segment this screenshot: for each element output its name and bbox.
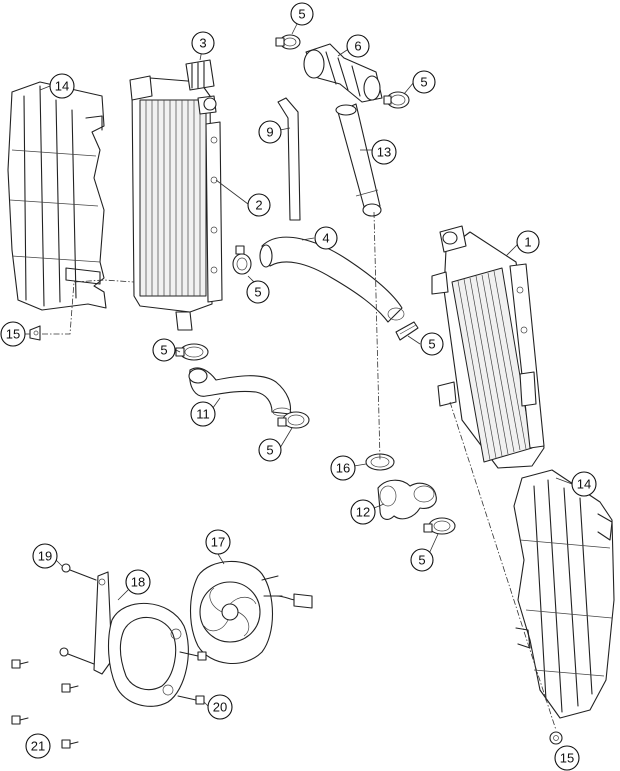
left-radiator-shroud bbox=[7, 81, 107, 311]
svg-text:2: 2 bbox=[255, 198, 262, 213]
screw-21d bbox=[61, 739, 79, 749]
svg-text:1: 1 bbox=[524, 235, 531, 250]
callout-9: 9 bbox=[258, 120, 282, 144]
clamp-top-right bbox=[383, 91, 410, 109]
svg-text:6: 6 bbox=[354, 39, 361, 54]
svg-text:5: 5 bbox=[266, 443, 273, 458]
cooling-fan bbox=[190, 560, 313, 664]
svg-text:11: 11 bbox=[196, 407, 210, 422]
callout-5-top-right: 5 bbox=[412, 70, 436, 94]
callout-17: 17 bbox=[205, 529, 231, 555]
svg-text:21: 21 bbox=[31, 739, 45, 754]
svg-text:19: 19 bbox=[38, 549, 52, 564]
screw-19b bbox=[59, 647, 95, 665]
breather-hose bbox=[277, 97, 301, 221]
screw-21b bbox=[61, 683, 79, 693]
callout-1: 1 bbox=[516, 230, 540, 254]
callout-14-left: 14 bbox=[49, 73, 75, 99]
callout-3: 3 bbox=[191, 31, 215, 55]
svg-text:17: 17 bbox=[211, 535, 225, 550]
fastener-15-left bbox=[29, 325, 41, 341]
clamp-lower-right bbox=[423, 517, 456, 535]
callout-20: 20 bbox=[207, 694, 233, 720]
callout-2: 2 bbox=[247, 193, 271, 217]
svg-text:9: 9 bbox=[266, 125, 273, 140]
clamp-top-left bbox=[275, 34, 301, 50]
callout-5-mid-left: 5 bbox=[246, 280, 270, 304]
svg-text:16: 16 bbox=[336, 461, 350, 476]
assembly-lines bbox=[42, 211, 557, 731]
svg-text:14: 14 bbox=[577, 477, 591, 492]
svg-text:20: 20 bbox=[213, 700, 227, 715]
fastener-15-right bbox=[549, 731, 563, 745]
upper-curved-hose bbox=[259, 236, 405, 323]
svg-text:18: 18 bbox=[131, 575, 145, 590]
callout-18: 18 bbox=[125, 569, 151, 595]
screw-20b bbox=[177, 695, 205, 705]
callout-5-lower-left-bottom: 5 bbox=[258, 438, 282, 462]
screw-19 bbox=[61, 563, 97, 581]
callout-16: 16 bbox=[330, 455, 356, 481]
callout-11: 11 bbox=[190, 401, 216, 427]
fan-bracket bbox=[93, 571, 189, 707]
svg-text:4: 4 bbox=[322, 231, 329, 246]
callout-5-lower-right: 5 bbox=[410, 548, 434, 572]
lower-center-hose bbox=[377, 479, 437, 520]
callout-6: 6 bbox=[346, 34, 370, 58]
svg-text:5: 5 bbox=[420, 75, 427, 90]
callout-4: 4 bbox=[314, 226, 338, 250]
straight-hose bbox=[335, 103, 382, 217]
svg-text:5: 5 bbox=[160, 343, 167, 358]
svg-text:14: 14 bbox=[55, 79, 69, 94]
svg-text:15: 15 bbox=[560, 751, 574, 766]
callout-13: 13 bbox=[371, 139, 397, 165]
svg-text:5: 5 bbox=[298, 7, 305, 22]
lower-left-hose bbox=[188, 367, 292, 417]
svg-text:5: 5 bbox=[254, 285, 261, 300]
clamp-lower-left-bottom bbox=[277, 411, 310, 429]
right-radiator bbox=[431, 225, 545, 469]
clamp-mid-right bbox=[395, 321, 419, 341]
svg-text:12: 12 bbox=[356, 505, 370, 520]
callout-15-right: 15 bbox=[554, 745, 580, 771]
svg-text:5: 5 bbox=[428, 337, 435, 352]
screw-20a bbox=[179, 651, 207, 661]
callout-21: 21 bbox=[25, 733, 51, 759]
hose-connector bbox=[303, 43, 383, 103]
callout-15-left: 15 bbox=[0, 321, 26, 347]
callout-14-right: 14 bbox=[571, 471, 597, 497]
screw-21c bbox=[11, 715, 29, 725]
svg-text:3: 3 bbox=[199, 36, 206, 51]
clamp-mid-left bbox=[232, 245, 252, 275]
screw-21a bbox=[11, 659, 29, 669]
svg-text:15: 15 bbox=[6, 327, 20, 342]
svg-text:5: 5 bbox=[418, 553, 425, 568]
clamp-lower-left-top bbox=[175, 343, 209, 361]
callout-12: 12 bbox=[350, 499, 376, 525]
svg-text:13: 13 bbox=[377, 145, 391, 160]
left-radiator bbox=[129, 59, 223, 331]
right-radiator-shroud bbox=[513, 469, 615, 719]
callout-19: 19 bbox=[32, 543, 58, 569]
callout-5-lower-left-top: 5 bbox=[152, 338, 176, 362]
callout-5-mid-right: 5 bbox=[420, 332, 444, 356]
callout-5-top-left: 5 bbox=[290, 2, 314, 26]
